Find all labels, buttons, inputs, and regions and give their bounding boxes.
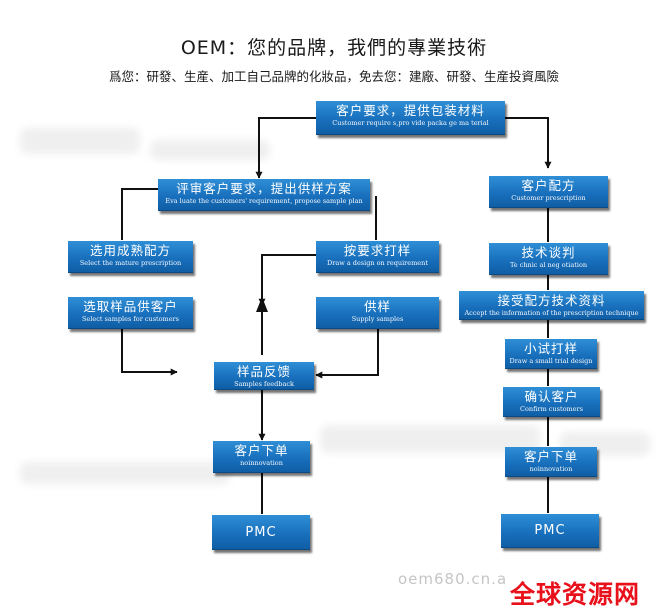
background-smear — [320, 425, 540, 453]
node-confirm-customers: 确认客户 Confirm customers — [503, 387, 600, 417]
node-caption: Eva luate the customers' requirement, pr… — [165, 197, 363, 205]
node-supply-samples: 供样 Supply samples — [316, 297, 439, 329]
node-caption: Supply samples — [351, 315, 404, 323]
site-logo: 全球资源网 — [510, 580, 641, 609]
node-caption: Select samples for customers — [81, 315, 180, 323]
node-caption: Draw a small trial design — [509, 357, 593, 365]
node-label: 评审客户要求，提出供样方案 — [176, 181, 352, 196]
node-label: 客户下单 — [234, 443, 289, 458]
node-label: 选用成熟配方 — [89, 243, 171, 258]
node-label: 按要求打样 — [343, 243, 412, 258]
node-technical-negotiation: 技术谈判 Te chnic al neg otiation — [489, 243, 608, 275]
node-caption: Customer prescription — [511, 194, 586, 202]
watermark-text: oem680.cn.a — [398, 570, 508, 588]
node-caption: Accept the information of the prescripti… — [464, 309, 639, 317]
node-caption: Select the mature prescription — [79, 259, 182, 267]
node-label: 客户要求，提供包装材料 — [336, 103, 485, 118]
background-smear — [20, 462, 230, 484]
diagram-title: OEM：您的品牌，我們的專業技術 — [180, 37, 488, 59]
node-label: 接受配方技术资料 — [497, 293, 606, 308]
node-label: 小试打样 — [523, 341, 578, 356]
background-smear — [150, 140, 270, 160]
node-caption: noinnovation — [529, 465, 573, 473]
node-label: 样品反馈 — [236, 364, 291, 379]
node-select-samples: 选取样品供客户 Select samples for customers — [68, 297, 193, 329]
node-customer-order-right: 客户下单 noinnovation — [505, 447, 597, 477]
node-customer-prescription: 客户配方 Customer prescription — [489, 176, 608, 208]
node-caption: Draw a design on requirement — [327, 259, 428, 267]
node-mature-prescription: 选用成熟配方 Select the mature prescription — [68, 241, 193, 273]
background-smear — [20, 128, 140, 154]
node-customer-request: 客户要求，提供包装材料 Customer require s,pro vide … — [316, 101, 505, 135]
node-label: 供样 — [363, 299, 391, 314]
node-label: 确认客户 — [524, 389, 579, 404]
node-samples-feedback: 样品反馈 Samples feedback — [214, 362, 314, 390]
node-label: PMC — [245, 525, 277, 540]
node-customer-order-left: 客户下单 noinnovation — [213, 441, 310, 473]
node-accept-technique: 接受配方技术资料 Accept the information of the p… — [459, 291, 644, 320]
node-pmc-left: PMC — [212, 515, 310, 550]
diagram-subtitle: 爲您：研發、生産、加工自己品牌的化妝品，免去您：建廠、研發、生産投資風險 — [108, 69, 559, 84]
node-caption: Te chnic al neg otiation — [509, 261, 588, 269]
node-caption: Samples feedback — [234, 380, 294, 388]
node-label: PMC — [534, 523, 566, 538]
node-label: 选取样品供客户 — [83, 299, 178, 314]
node-label: 客户下单 — [523, 449, 578, 464]
node-label: 技术谈判 — [521, 245, 576, 260]
node-draw-design: 按要求打样 Draw a design on requirement — [316, 241, 439, 273]
node-caption: Confirm customers — [520, 405, 583, 413]
node-caption: noinnovation — [240, 459, 283, 467]
node-pmc-right: PMC — [501, 514, 599, 548]
node-label: 客户配方 — [521, 178, 576, 193]
node-small-trial: 小试打样 Draw a small trial design — [505, 339, 597, 369]
node-evaluate: 评审客户要求，提出供样方案 Eva luate the customers' r… — [158, 179, 370, 211]
node-caption: Customer require s,pro vide packa ge ma … — [332, 119, 489, 127]
